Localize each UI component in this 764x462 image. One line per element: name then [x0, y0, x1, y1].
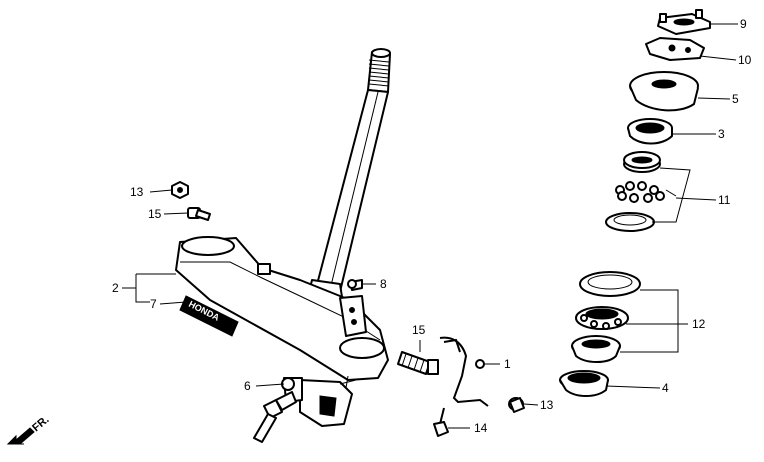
callout-10: 10 — [738, 53, 752, 67]
callout-13-left: 13 — [130, 185, 144, 199]
callout-1: 1 — [504, 357, 511, 371]
callout-6: 6 — [244, 379, 251, 393]
callout-15-left: 15 — [148, 207, 162, 221]
bolt-15-left — [187, 207, 211, 221]
dust-seal-4 — [559, 370, 609, 397]
callout-2: 2 — [112, 281, 119, 295]
bolt-15-lower — [397, 351, 439, 375]
leader-lines — [122, 23, 738, 429]
callout-5: 5 — [732, 92, 739, 106]
nut-13-left — [171, 181, 189, 199]
callout-9: 9 — [740, 17, 747, 31]
front-direction-arrow: FR. — [6, 414, 52, 445]
stem-nut-9 — [657, 9, 711, 35]
lock-washer-10 — [645, 37, 705, 61]
callout-11: 11 — [718, 193, 731, 207]
callout-13-right: 13 — [540, 398, 554, 412]
screw-8 — [347, 279, 363, 291]
lower-bearing-12 — [571, 271, 641, 363]
callout-14: 14 — [474, 421, 488, 435]
callout-12: 12 — [692, 317, 706, 331]
adjusting-nut-5 — [629, 71, 699, 112]
ignition-lock — [253, 377, 357, 443]
callout-3: 3 — [718, 127, 725, 141]
callout-15-lower: 15 — [412, 323, 426, 337]
nut-13-right — [508, 397, 525, 413]
callout-4: 4 — [662, 381, 669, 395]
bottom-bridge — [175, 236, 389, 389]
upper-bearing-11 — [605, 151, 691, 232]
callout-7: 7 — [150, 297, 157, 311]
bolt-14 — [433, 407, 449, 437]
wire-clip — [439, 336, 489, 407]
callout-8: 8 — [380, 277, 387, 291]
steering-stem — [305, 48, 391, 311]
dust-seal-3 — [627, 118, 673, 145]
